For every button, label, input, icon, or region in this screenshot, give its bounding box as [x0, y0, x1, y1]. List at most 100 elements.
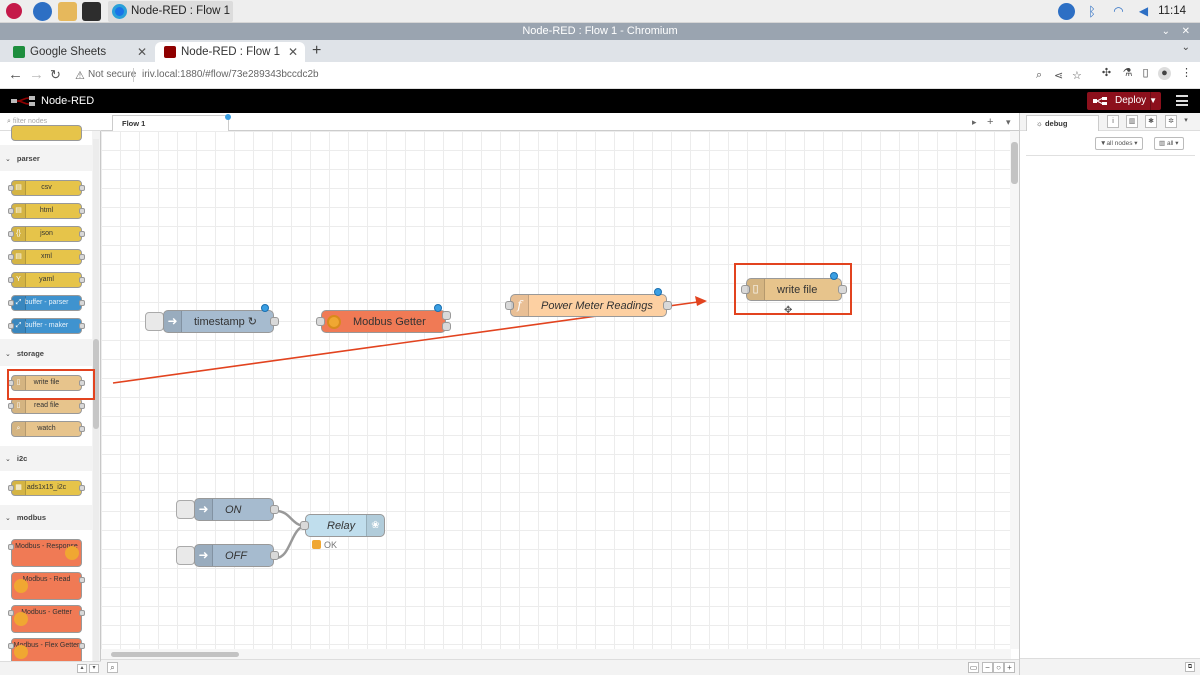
- output-port[interactable]: [442, 311, 451, 320]
- tab-node-red[interactable]: Node-RED : Flow 1 ✕: [155, 42, 305, 62]
- zoom-reset-button[interactable]: ○: [993, 662, 1004, 673]
- flow-canvas[interactable]: ➜ timestamp ↻ Modbus Getter f Power Mete…: [101, 131, 1011, 649]
- wire[interactable]: [275, 524, 307, 560]
- file-manager-icon[interactable]: [58, 2, 77, 21]
- palette-node-json[interactable]: {}json: [8, 226, 85, 242]
- deploy-menu-arrow[interactable]: ▼: [1149, 96, 1157, 105]
- node-on[interactable]: ➜ ON: [194, 498, 279, 521]
- address-bar[interactable]: ⚠ Not secure iriv.local:1880/#flow/73e28…: [70, 65, 1082, 86]
- scrollbar-thumb[interactable]: [93, 339, 99, 429]
- tab-search-button[interactable]: ⌄: [1181, 42, 1190, 53]
- inject-button[interactable]: [145, 312, 164, 331]
- info-icon[interactable]: i: [1107, 115, 1119, 128]
- collapse-all-button[interactable]: ▴: [77, 664, 87, 673]
- palette-category-storage[interactable]: ⌄storage: [0, 344, 92, 364]
- palette-scrollbar[interactable]: [93, 139, 99, 665]
- palette-node-html[interactable]: ▤html: [8, 203, 85, 219]
- extension-flask-icon[interactable]: ⚗: [1122, 67, 1133, 79]
- browser-menu-icon[interactable]: ⋮: [1181, 67, 1192, 79]
- node-timestamp[interactable]: ➜ timestamp ↻: [163, 304, 279, 333]
- input-port[interactable]: [505, 301, 514, 310]
- palette-category-parser[interactable]: ⌄parser: [0, 149, 92, 169]
- inject-button[interactable]: [176, 500, 195, 519]
- reload-icon[interactable]: ↻: [50, 67, 61, 82]
- close-tab-button[interactable]: ✕: [136, 45, 147, 59]
- input-port[interactable]: [741, 285, 750, 294]
- raspberry-menu-icon[interactable]: [6, 3, 22, 19]
- taskbar-task-chromium[interactable]: Node-RED : Flow 1 -...: [108, 1, 233, 22]
- palette-node-csv[interactable]: ▤csv: [8, 180, 85, 196]
- list-flows-button[interactable]: ▾: [1006, 117, 1011, 127]
- bookmark-star-icon[interactable]: ☆: [1072, 70, 1082, 82]
- palette-category-modbus[interactable]: ⌄modbus: [0, 508, 92, 528]
- scrollbar-thumb[interactable]: [1011, 142, 1018, 184]
- debug-filter-select[interactable]: ▼all nodes ▾: [1095, 137, 1143, 150]
- inject-button[interactable]: [176, 546, 195, 565]
- input-port[interactable]: [316, 317, 325, 326]
- popout-icon[interactable]: ⧉: [1185, 662, 1195, 672]
- zoom-icon[interactable]: ⌕: [1036, 69, 1043, 81]
- volume-icon[interactable]: ◀: [1138, 4, 1149, 18]
- output-port[interactable]: [270, 505, 279, 514]
- navigator-icon[interactable]: ▭: [968, 662, 979, 673]
- back-icon[interactable]: ←: [8, 66, 23, 83]
- minimize-button[interactable]: ⌄: [1161, 26, 1170, 37]
- wifi-icon[interactable]: ◠: [1113, 4, 1124, 18]
- url-text[interactable]: iriv.local:1880/#flow/73e289343bccdc2b: [142, 69, 319, 80]
- book-icon[interactable]: ▥: [1126, 115, 1138, 128]
- close-tab-button[interactable]: ✕: [287, 45, 298, 59]
- browser-launcher-icon[interactable]: [33, 2, 52, 21]
- tab-google-sheets[interactable]: Google Sheets ✕: [4, 42, 154, 62]
- node-write-file[interactable]: ▯ write file: [741, 272, 847, 301]
- forward-icon[interactable]: →: [29, 66, 44, 83]
- node-power-meter-readings[interactable]: f Power Meter Readings: [505, 288, 672, 317]
- main-menu-icon[interactable]: [1176, 95, 1188, 106]
- profile-avatar-icon[interactable]: ●: [1158, 67, 1171, 80]
- extension-puzzle-icon[interactable]: ✣: [1101, 67, 1112, 79]
- palette-node-modbus-getter[interactable]: Modbus - Getter: [8, 605, 85, 633]
- palette-node-read-file[interactable]: ▯read file: [8, 398, 85, 414]
- zoom-in-button[interactable]: +: [1004, 662, 1015, 673]
- scroll-tabs-button[interactable]: ▸: [972, 117, 977, 127]
- palette-node-modbus-read[interactable]: Modbus - Read: [11, 572, 85, 600]
- gear-icon[interactable]: ✲: [1165, 115, 1177, 128]
- debug-clear-select[interactable]: ▥ all ▾: [1154, 137, 1184, 150]
- share-icon[interactable]: ⋖: [1054, 70, 1064, 82]
- palette-node-buffer-parser[interactable]: ⤢buffer - parser: [8, 295, 85, 311]
- scrollbar-thumb[interactable]: [111, 652, 239, 657]
- expand-all-button[interactable]: ▾: [89, 664, 99, 673]
- terminal-icon[interactable]: [82, 2, 101, 21]
- palette-category-i2c[interactable]: ⌄i2c: [0, 449, 92, 469]
- palette-node-xml[interactable]: ▤xml: [8, 249, 85, 265]
- palette-node-partial[interactable]: [11, 125, 82, 141]
- zoom-out-button[interactable]: −: [982, 662, 993, 673]
- output-port[interactable]: [663, 301, 672, 310]
- tab-debug[interactable]: ☼ debug: [1026, 115, 1099, 131]
- output-port[interactable]: [838, 285, 847, 294]
- bluetooth-icon[interactable]: ᛒ: [1088, 4, 1096, 19]
- deploy-button[interactable]: Deploy ▼: [1087, 92, 1161, 110]
- output-port[interactable]: [270, 551, 279, 560]
- palette-node-buffer-maker[interactable]: ⤢buffer - maker: [8, 318, 85, 334]
- update-icon[interactable]: [1058, 3, 1075, 20]
- bug-icon[interactable]: ✱: [1145, 115, 1157, 128]
- output-port[interactable]: [270, 317, 279, 326]
- node-off[interactable]: ➜ OFF: [194, 544, 279, 567]
- side-panel-icon[interactable]: ▯: [1142, 67, 1149, 79]
- node-modbus-getter[interactable]: Modbus Getter: [316, 304, 451, 333]
- canvas-vertical-scrollbar[interactable]: [1010, 131, 1019, 649]
- palette-node-write-file[interactable]: ▯write file: [8, 375, 85, 391]
- palette-node-ads1x15[interactable]: ▦ads1x15_i2c: [8, 480, 85, 496]
- node-relay[interactable]: Relay ❀: [300, 514, 385, 537]
- close-window-button[interactable]: ✕: [1181, 26, 1190, 37]
- search-flows-icon[interactable]: ⌕: [107, 662, 118, 673]
- tab-flow-1[interactable]: Flow 1: [112, 114, 231, 131]
- new-tab-button[interactable]: +: [312, 42, 322, 59]
- palette-node-modbus-response[interactable]: Modbus - Response: [8, 539, 82, 567]
- sidebar-menu-button[interactable]: ▾: [1184, 117, 1188, 124]
- output-port[interactable]: [442, 322, 451, 331]
- canvas-horizontal-scrollbar[interactable]: [101, 649, 1011, 659]
- palette-node-watch[interactable]: ⌕watch: [11, 421, 85, 437]
- input-port[interactable]: [300, 521, 309, 530]
